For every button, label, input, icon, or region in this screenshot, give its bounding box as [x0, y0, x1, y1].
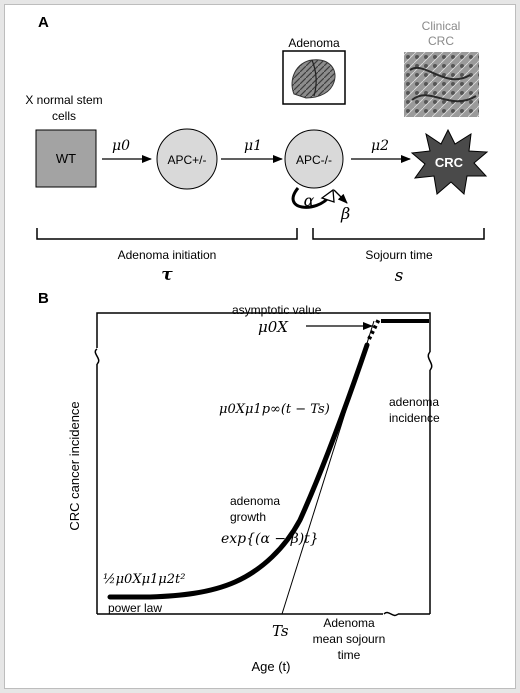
stem-cells-label-line1: X normal stem: [25, 93, 102, 107]
sojourn-time-line1: Adenoma: [323, 616, 375, 630]
panel-b-label: B: [38, 290, 49, 307]
sojourn-label: Sojourn time: [365, 248, 433, 262]
powerlaw-formula: ½μ0Xμ1μ2t²: [103, 572, 185, 587]
x-axis-label: Age (t): [251, 659, 290, 674]
growth-formula: exp{(α − β)t}: [221, 531, 319, 547]
sojourn-bracket: [312, 228, 485, 240]
initiation-label: Adenoma initiation: [118, 248, 217, 262]
apc-null-label: APC-/-: [296, 153, 332, 167]
y-axis-label: CRC cancer incidence: [67, 401, 82, 530]
wt-box: [35, 129, 97, 188]
adenoma-tissue-detail: [311, 59, 317, 97]
panel-a-label: A: [38, 14, 49, 31]
apc-het-label: APC+/-: [167, 153, 206, 167]
growth-label-line1: adenoma: [230, 494, 280, 508]
adenoma-incidence-line1: adenoma: [389, 395, 439, 409]
sojourn-time-line3: time: [338, 648, 361, 662]
alpha-division-loop: [291, 187, 332, 209]
panel-b-top-bracket: [96, 312, 431, 325]
asymptotic-formula: μ0X: [258, 318, 289, 336]
sojourn-time-line2: mean sojourn: [313, 632, 386, 646]
initiation-symbol: τ: [161, 265, 173, 285]
y-axis-break: [94, 348, 100, 365]
linear-formula: μ0Xμ1p∞(t − Ts): [219, 402, 330, 417]
beta-arrow: [333, 189, 348, 204]
mu0-label: μ0: [112, 138, 130, 154]
mu1-label: μ1: [244, 138, 262, 154]
adenoma-caption: Adenoma: [288, 36, 340, 50]
clinical-crc-image: [404, 52, 479, 117]
mu2-label: μ2: [371, 138, 389, 154]
crc-starburst: [410, 128, 489, 195]
incidence-curve-dotted: [367, 318, 381, 340]
clinical-tissue-detail: [409, 67, 477, 103]
stem-cells-label-line2: cells: [52, 109, 76, 123]
clinical-caption-line1: Clinical: [422, 19, 461, 33]
sojourn-symbol: s: [395, 266, 404, 286]
initiation-bracket: [36, 228, 298, 240]
clinical-caption-line2: CRC: [428, 34, 454, 48]
right-axis-break: [427, 351, 433, 371]
asymptotic-label: asymptotic value: [232, 303, 322, 317]
crc-label: CRC: [435, 155, 464, 170]
wt-label: WT: [56, 151, 76, 166]
beta-label: β: [340, 204, 350, 223]
ts-label: Ts: [272, 622, 289, 640]
x-axis-break: [383, 611, 399, 617]
growth-label-line2: growth: [230, 510, 266, 524]
alpha-loop-arrowhead: [320, 188, 335, 203]
alpha-label: α: [304, 191, 315, 210]
adenoma-incidence-line2: incidence: [389, 411, 440, 425]
incidence-curve: [107, 342, 370, 600]
apc-het-cell: [156, 128, 218, 190]
powerlaw-label: power law: [108, 601, 162, 615]
apc-null-cell: [284, 129, 344, 189]
adenoma-tissue-image: [291, 59, 336, 99]
